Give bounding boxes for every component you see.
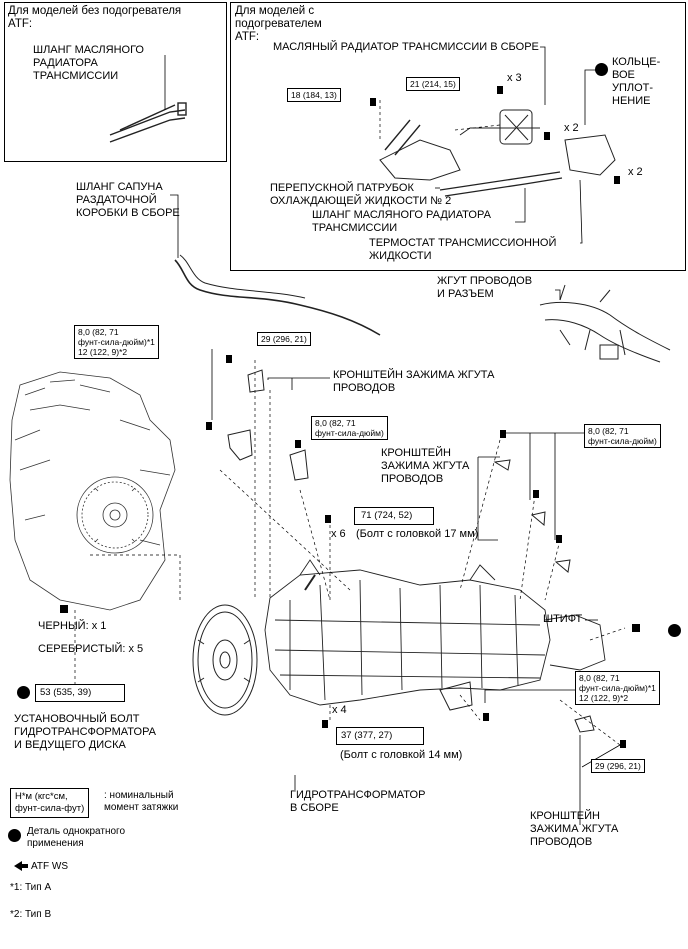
silver-bolt-label: СЕРЕБРИСТЫЙ: x 5 <box>38 643 144 655</box>
heater-panel-title: Для моделей с подогревателем ATF: <box>235 5 322 43</box>
torque-box-29-a: 29 (296, 21) <box>257 332 311 346</box>
clamp-bracket-label-3: КРОНШТЕЙН ЗАЖИМА ЖГУТА ПРОВОДОВ <box>530 810 619 848</box>
qty-x2-a: x 2 <box>564 122 579 134</box>
non-reusable-bolt-dot-icon <box>17 686 30 699</box>
legend-atf-ws-text: ATF WS <box>31 861 69 872</box>
torque-box-8-12-a: 8,0 (82, 71 фунт-сила-дюйм)*1 12 (122, 9… <box>74 325 159 359</box>
converter-bolt-label: УСТАНОВОЧНЫЙ БОЛТ ГИДРОТРАНСФОРМАТОРА И … <box>14 713 157 751</box>
breather-hose-label: ШЛАНГ САПУНА РАЗДАТОЧНОЙ КОРОБКИ В СБОРЕ <box>76 181 180 219</box>
heater-assembly-drawing <box>379 109 616 197</box>
wire-harness-drawing <box>539 284 671 363</box>
clamp-bracket-label-2: КРОНШТЕЙН ЗАЖИМА ЖГУТА ПРОВОДОВ <box>381 447 470 485</box>
thermostat-label: ТЕРМОСТАТ ТРАНСМИССИОННОЙ ЖИДКОСТИ <box>369 237 557 262</box>
qty-x6: x 6 <box>331 528 346 540</box>
torque-converter-drawing <box>192 604 258 716</box>
legend-non-reusable-text: Деталь однократного применения <box>27 826 126 849</box>
transmission-drawing <box>264 559 606 706</box>
no-heater-hose-label: ШЛАНГ МАСЛЯНОГО РАДИАТОРА ТРАНСМИССИИ <box>33 44 144 82</box>
torque-box-37: 37 (377, 27) <box>336 727 424 745</box>
torque-box-53: 53 (535, 39) <box>35 684 125 702</box>
no-heater-panel <box>4 2 227 162</box>
bolt-17mm-note: (Болт с головкой 17 мм) <box>356 528 479 540</box>
legend-type-b: *2: Тип B <box>10 909 52 920</box>
engine-block-drawing <box>9 371 176 611</box>
torque-box-18: 18 (184, 13) <box>287 88 341 102</box>
bracket-drawings <box>227 369 595 733</box>
qty-x3: x 3 <box>507 72 522 84</box>
legend-type-a: *1: Тип A <box>10 882 52 893</box>
clamp-bracket-label-1: КРОНШТЕЙН ЗАЖИМА ЖГУТА ПРОВОДОВ <box>333 369 495 394</box>
pin-label: ШТИФТ <box>543 613 583 625</box>
qty-x4: x 4 <box>332 704 347 716</box>
black-bolt-label: ЧЕРНЫЙ: x 1 <box>38 620 107 632</box>
bypass-pipe-label: ПЕРЕПУСКНОЙ ПАТРУБОК ОХЛАЖДАЮЩЕЙ ЖИДКОСТ… <box>270 182 452 207</box>
torque-box-8-12-b: 8,0 (82, 71 фунт-сила-дюйм)*1 12 (122, 9… <box>575 671 660 705</box>
bolt-14mm-note: (Болт с головкой 14 мм) <box>340 749 463 761</box>
atf-ws-arrow-icon <box>14 861 28 871</box>
torque-box-21: 21 (214, 15) <box>406 77 460 91</box>
dashed-lines <box>74 100 626 746</box>
cooler-assembly-label: МАСЛЯНЫЙ РАДИАТОР ТРАНСМИССИИ В СБОРЕ <box>273 41 539 53</box>
legend-non-reusable-dot-icon <box>8 829 21 842</box>
torque-box-29-b: 29 (296, 21) <box>591 759 645 773</box>
legend-torque-box: Н*м (кгс*см, фунт-сила-фут) <box>10 788 90 818</box>
non-reusable-dot-icon <box>595 63 608 76</box>
heater-panel <box>230 2 686 271</box>
bolt-drawings <box>60 86 640 748</box>
no-heater-hose-drawing <box>109 102 187 143</box>
pin-non-reusable-dot-icon <box>668 624 681 637</box>
legend-torque-desc: : номинальный момент затяжки <box>104 790 179 813</box>
breather-hose-drawing <box>174 254 381 336</box>
torque-box-8-a: 8,0 (82, 71 фунт-сила-дюйм) <box>311 416 388 440</box>
torque-converter-label: ГИДРОТРАНСФОРМАТОР В СБОРЕ <box>290 789 426 814</box>
torque-box-71: 71 (724, 52) <box>354 507 434 525</box>
leader-lines <box>164 46 621 825</box>
o-ring-label: КОЛЬЦЕ- ВОЕ УПЛОТ- НЕНИЕ <box>612 56 661 107</box>
wire-harness-label: ЖГУТ ПРОВОДОВ И РАЗЪЕМ <box>437 275 533 300</box>
torque-box-8-b: 8,0 (82, 71 фунт-сила-дюйм) <box>584 424 661 448</box>
cooler-hose-label: ШЛАНГ МАСЛЯНОГО РАДИАТОРА ТРАНСМИССИИ <box>312 209 491 234</box>
no-heater-panel-title: Для моделей без подогревателя ATF: <box>8 5 182 30</box>
qty-x2-b: x 2 <box>628 166 643 178</box>
